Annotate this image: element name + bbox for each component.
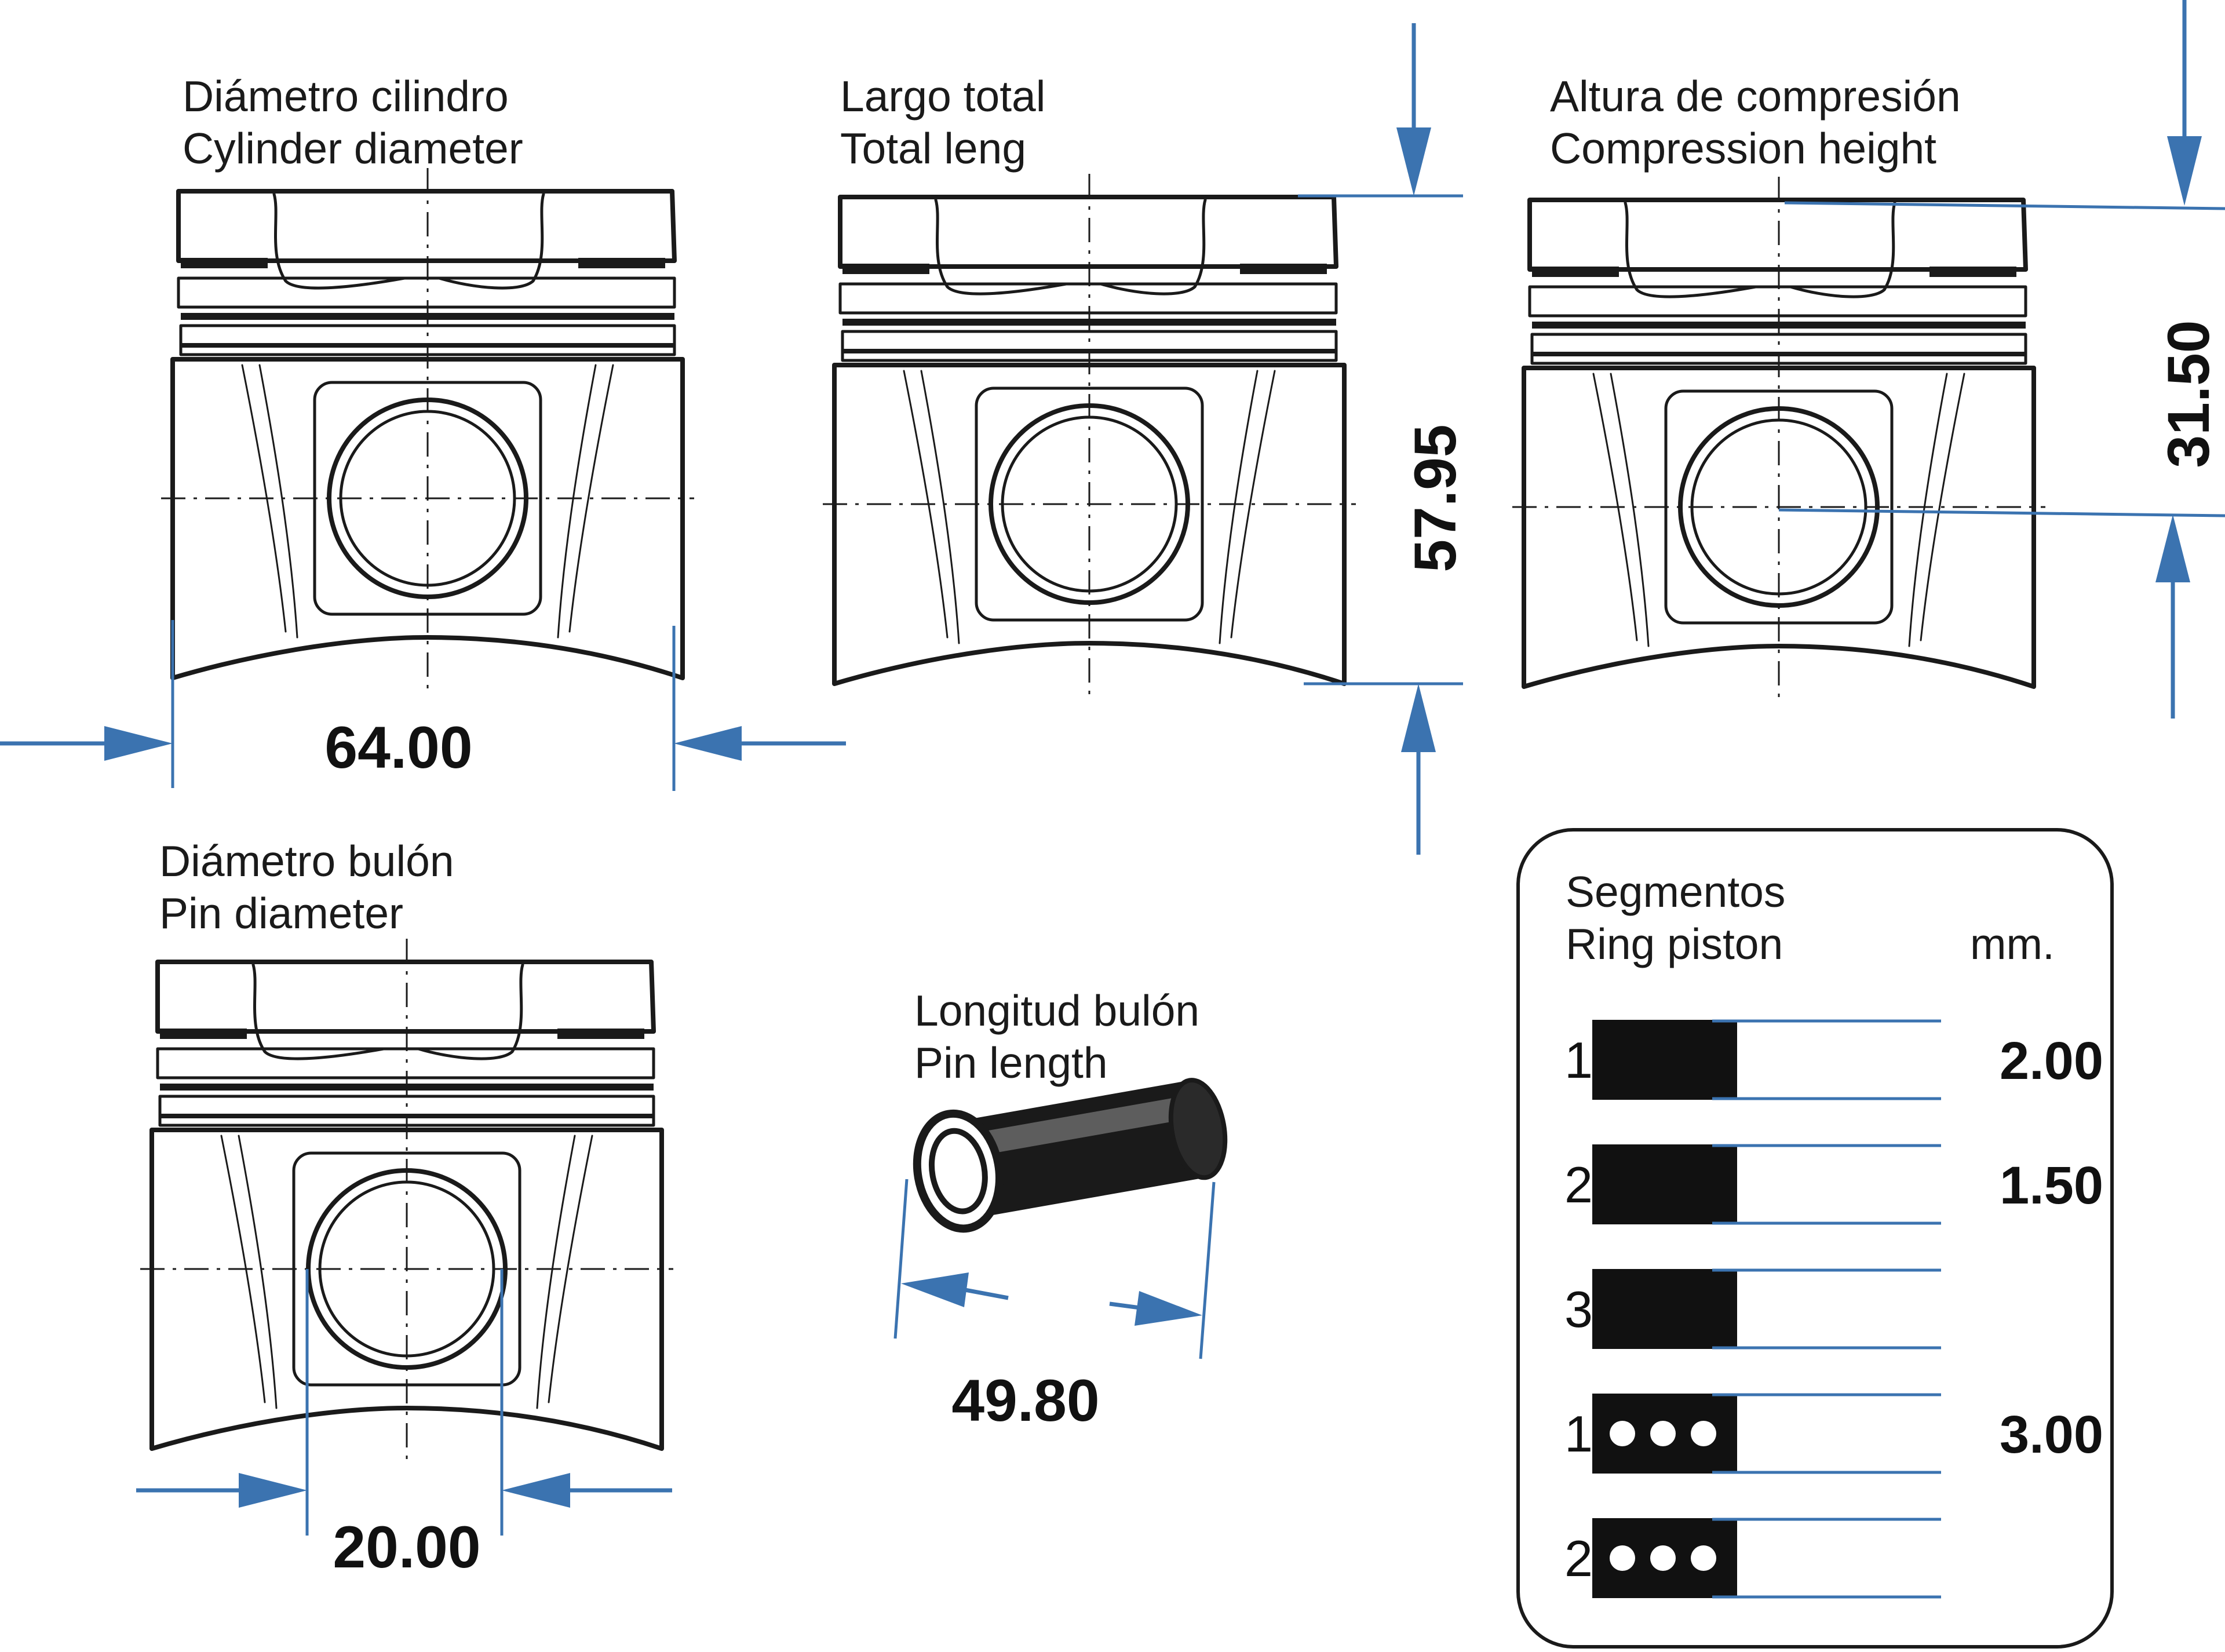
arrow-down-icon	[2167, 136, 2202, 206]
compression-height-label-en: Compression height	[1550, 124, 1936, 173]
oil-hole-icon	[1650, 1421, 1676, 1446]
pin-diameter-label-es: Diámetro bulón	[159, 837, 454, 885]
compression-height-value: 31.50	[2155, 320, 2222, 468]
piston-drawing	[1512, 177, 2045, 698]
arrow-right-icon	[1135, 1291, 1202, 1326]
pin-length-label-es: Longitud bulón	[914, 986, 1199, 1035]
oil-hole-icon	[1691, 1545, 1716, 1571]
pin-length-value: 49.80	[951, 1367, 1099, 1434]
ring-number: 2	[1564, 1156, 1593, 1213]
ring-number: 2	[1564, 1530, 1593, 1587]
ring-width-value: 1.50	[2000, 1156, 2103, 1215]
pin-diameter-section: Diámetro bulón Pin diameter 20.00	[136, 837, 673, 1580]
piston-drawing	[140, 939, 673, 1460]
ring-number: 1	[1564, 1405, 1593, 1463]
total-length-label-en: Total leng	[840, 124, 1026, 173]
compression-ring-icon	[1592, 1269, 1737, 1349]
arrow-up-icon	[2155, 515, 2190, 582]
arrow-down-icon	[1396, 127, 1431, 196]
ring-width-value: 2.00	[2000, 1031, 2103, 1091]
compression-height-section: Altura de compresión Compression height …	[1512, 0, 2225, 719]
cylinder-diameter-value: 64.00	[324, 714, 472, 781]
pin-diameter-value: 20.00	[333, 1514, 480, 1580]
arrow-left-icon	[502, 1473, 570, 1508]
pin-diameter-label-en: Pin diameter	[159, 889, 403, 938]
arrow-right-icon	[104, 726, 173, 761]
arrow-left-icon	[674, 726, 742, 761]
arrow-up-icon	[1401, 684, 1436, 752]
ring-row: 3	[1564, 1268, 1941, 1350]
oil-hole-icon	[1650, 1545, 1676, 1571]
total-length-label-es: Largo total	[840, 72, 1045, 121]
arrow-right-icon	[239, 1473, 307, 1508]
compression-ring-icon	[1592, 1144, 1737, 1224]
cylinder-diameter-section: Diámetro cilindro Cylinder diameter 64.0…	[0, 72, 846, 791]
total-length-value: 57.95	[1402, 424, 1468, 572]
rings-unit: mm.	[1970, 920, 2055, 968]
rings-title-en: Ring piston	[1566, 920, 1783, 968]
compression-ring-icon	[1592, 1020, 1737, 1100]
cylinder-diameter-label-es: Diámetro cilindro	[183, 72, 509, 121]
oil-hole-icon	[1610, 1421, 1635, 1446]
compression-height-label-es: Altura de compresión	[1550, 72, 1961, 121]
arrow-left-icon	[901, 1272, 969, 1307]
pin-length-label-en: Pin length	[914, 1038, 1108, 1087]
ring-number: 3	[1564, 1281, 1593, 1338]
pin-length-section: Longitud bulón Pin length 49.80	[893, 986, 1228, 1434]
oil-hole-icon	[1610, 1545, 1635, 1571]
total-length-section: Largo total Total leng 57.95	[823, 23, 1468, 855]
piston-drawing	[161, 168, 694, 690]
cylinder-diameter-label-en: Cylinder diameter	[183, 124, 523, 173]
piston-pin-icon	[913, 1078, 1228, 1233]
ring-width-value: 3.00	[2000, 1405, 2103, 1464]
rings-title-es: Segmentos	[1566, 867, 1785, 916]
oil-hole-icon	[1691, 1421, 1716, 1446]
piston-drawing	[823, 174, 1356, 695]
ring-number: 1	[1564, 1031, 1593, 1089]
ring-row: 2	[1564, 1518, 1941, 1599]
